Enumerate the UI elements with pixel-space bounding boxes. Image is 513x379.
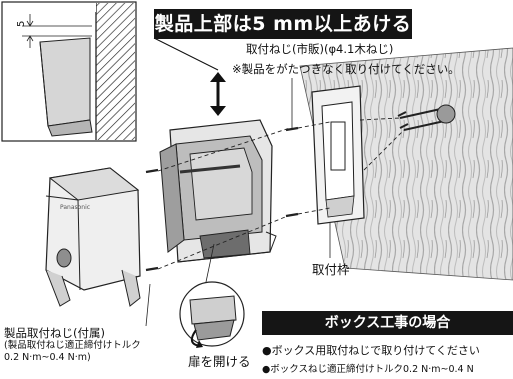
cover-unit xyxy=(45,167,141,307)
clearance-dimension: 5 xyxy=(16,20,27,27)
mounting-frame-label: 取付枠 xyxy=(312,262,350,277)
included-screws-torque: (製品取付ねじ適正締付けトルク xyxy=(4,340,141,351)
box-installation-title: ボックス工事の場合 xyxy=(262,311,513,335)
product-logo: Panasonic xyxy=(60,204,91,211)
mounting-frame-shape xyxy=(311,85,365,225)
vertical-double-arrow xyxy=(153,37,226,116)
box-installation-note-2: ●ボックスねじ適正締付けトルク0.2 N·m~0.4 N xyxy=(262,364,474,375)
product-body xyxy=(159,119,277,263)
included-screws-torque-value: 0.2 N·m~0.4 N·m) xyxy=(4,352,91,363)
leader-lines xyxy=(145,78,331,327)
box-installation-note-1: ●ボックス用取付ねじで取り付けてください xyxy=(262,344,480,357)
wall-anchor-set xyxy=(397,104,456,131)
mounting-screws-label: 取付ねじ(市販)(φ4.1木ねじ) xyxy=(246,42,394,56)
included-screws-label: 製品取付ねじ(付属) (製品取付ねじ適正締付けトルク 0.2 N·m~0.4 N… xyxy=(4,326,141,364)
alignment-guides xyxy=(157,117,405,270)
door-opening-detail xyxy=(179,243,245,348)
open-door-label: 扉を開ける xyxy=(188,354,251,369)
included-screws-title: 製品取付ねじ(付属) xyxy=(4,326,105,340)
clearance-banner: 製品上部は5 mm以上あける xyxy=(154,9,412,39)
mounting-screws-note: ※製品をがたつきなく取り付けてください。 xyxy=(232,62,460,76)
clearance-inset xyxy=(1,1,137,142)
